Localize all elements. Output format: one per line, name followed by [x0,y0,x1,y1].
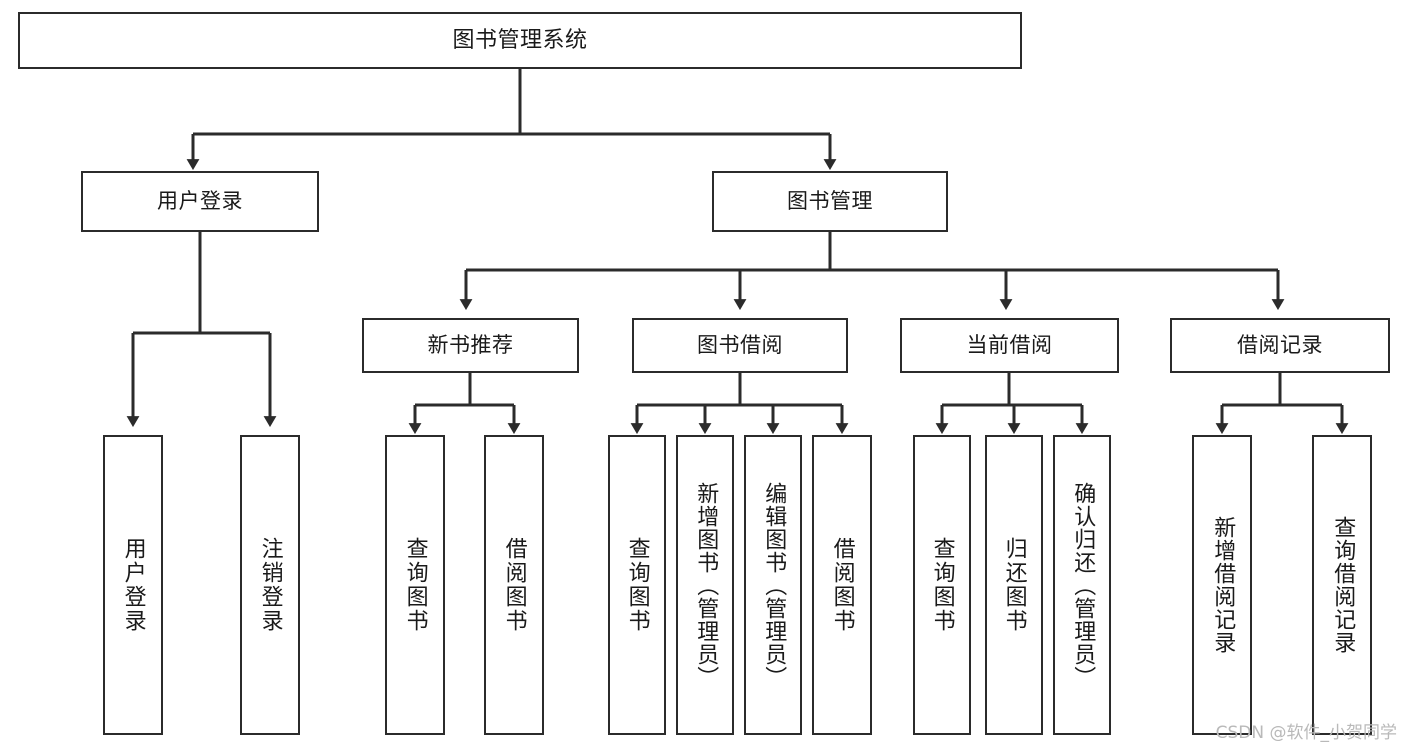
leaf-return-book[interactable]: 归还图书 [985,435,1043,735]
leaf-user-login[interactable]: 用户登录 [103,435,163,735]
leaf-query-book-2[interactable]: 查询图书 [608,435,666,735]
node-new-book-recommend[interactable]: 新书推荐 [362,318,579,373]
leaf-add-borrow-record[interactable]: 新增借阅记录 [1192,435,1252,735]
leaf-return-book-label: 归还图书 [1001,537,1027,633]
leaf-add-borrow-record-label: 新增借阅记录 [1210,516,1236,654]
watermark-text: CSDN @软件_小贺同学 [1215,723,1397,743]
node-current-borrow-label: 当前借阅 [966,333,1053,357]
leaf-query-book-2-label: 查询图书 [624,537,650,633]
node-borrow-record-label: 借阅记录 [1237,333,1323,357]
node-root[interactable]: 图书管理系统 [18,12,1022,69]
leaf-edit-book-admin-label: 编辑图书（管理员） [761,481,787,689]
leaf-borrow-book-2[interactable]: 借阅图书 [812,435,872,735]
leaf-add-book-admin-label: 新增图书（管理员） [693,481,719,689]
leaf-borrow-book-2-label: 借阅图书 [829,537,855,633]
leaf-query-borrow-record-label: 查询借阅记录 [1330,516,1356,654]
node-new-book-recommend-label: 新书推荐 [427,333,514,357]
leaf-add-book-admin[interactable]: 新增图书（管理员） [676,435,734,735]
node-book-borrow[interactable]: 图书借阅 [632,318,848,373]
node-current-borrow[interactable]: 当前借阅 [900,318,1119,373]
leaf-query-book-3-label: 查询图书 [929,537,955,633]
leaf-borrow-book-1-label: 借阅图书 [501,537,527,633]
node-book-borrow-label: 图书借阅 [697,333,783,357]
leaf-query-borrow-record[interactable]: 查询借阅记录 [1312,435,1372,735]
node-book-manage[interactable]: 图书管理 [712,171,948,232]
node-user-login[interactable]: 用户登录 [81,171,319,232]
leaf-user-login-label: 用户登录 [120,537,146,633]
leaf-query-book-3[interactable]: 查询图书 [913,435,971,735]
node-book-manage-label: 图书管理 [787,189,873,213]
leaf-logout[interactable]: 注销登录 [240,435,300,735]
leaf-confirm-return-admin[interactable]: 确认归还（管理员） [1053,435,1111,735]
node-user-login-label: 用户登录 [157,189,243,213]
node-root-label: 图书管理系统 [452,27,588,53]
node-borrow-record[interactable]: 借阅记录 [1170,318,1390,373]
leaf-confirm-return-admin-label: 确认归还（管理员） [1070,481,1096,689]
leaf-logout-label: 注销登录 [257,537,283,633]
leaf-query-book-1-label: 查询图书 [402,537,428,633]
leaf-query-book-1[interactable]: 查询图书 [385,435,445,735]
leaf-borrow-book-1[interactable]: 借阅图书 [484,435,544,735]
leaf-edit-book-admin[interactable]: 编辑图书（管理员） [744,435,802,735]
